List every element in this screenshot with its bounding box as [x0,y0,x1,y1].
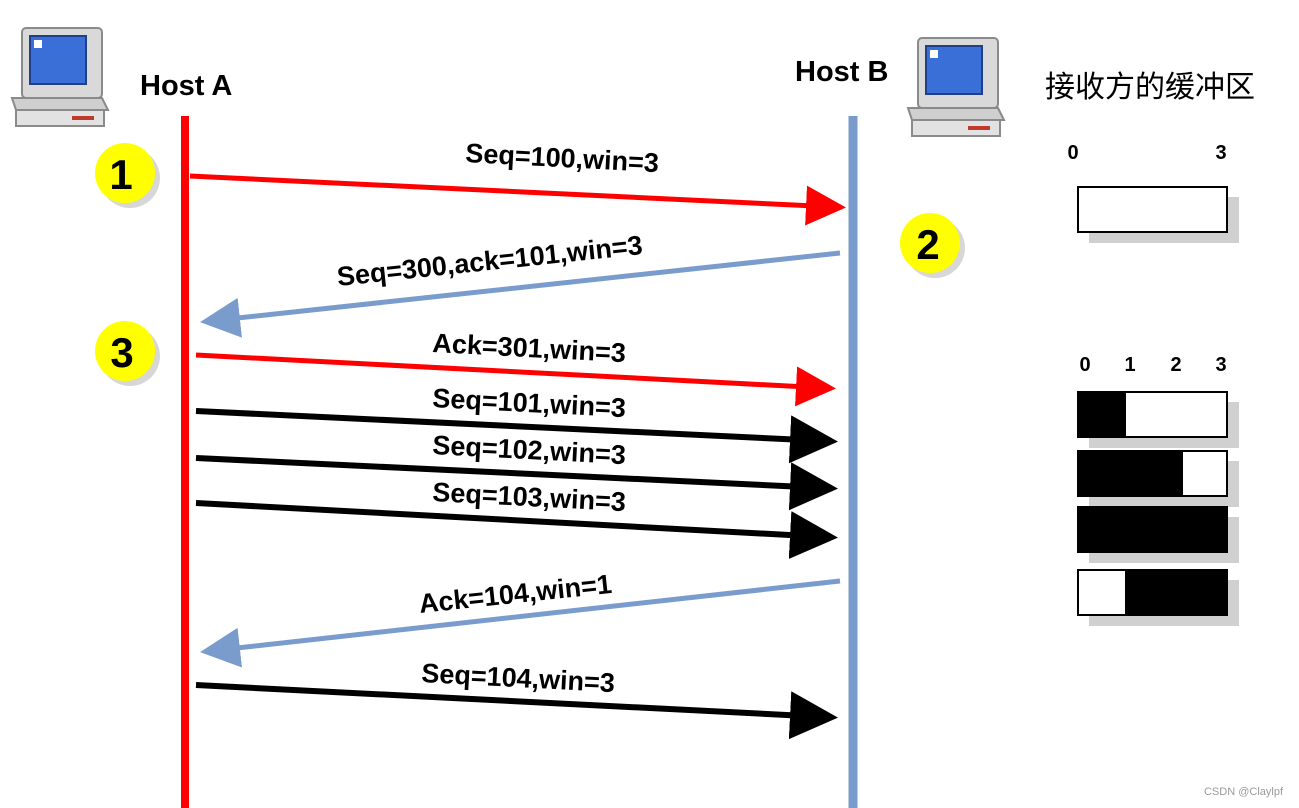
label-seq-104: Seq=104,win=3 [421,658,616,698]
step-number-2: 2 [916,221,939,268]
label-seq-103: Seq=103,win=3 [432,477,627,517]
step-number-3: 3 [110,329,133,376]
arrow-ack-301 [195,352,836,407]
buffer-state-3 [1077,506,1239,563]
arrow-ack-104 [200,578,841,668]
arrow-seq-101 [195,408,838,464]
buffer-tick-top-3: 3 [1215,142,1226,164]
host-a-label: Host A [140,70,232,102]
computer-icon-host-a [10,27,110,127]
label-seq-101: Seq=101,win=3 [432,383,627,423]
step-circle-2: 2 [900,213,965,278]
buffer-tick-top-0: 0 [1067,142,1078,164]
arrow-seq-102 [195,455,838,511]
arrow-seq-300-ack-101 [200,250,841,338]
arrow-seq-100 [189,173,846,226]
label-seq-102: Seq=102,win=3 [432,430,627,470]
computer-icon-host-b [906,37,1006,137]
buffer-state-4 [1077,569,1239,626]
buffer-empty [1077,186,1239,243]
step-circle-1: 1 [95,143,160,208]
buffer-state-2 [1077,450,1239,507]
label-seq-100: Seq=100,win=3 [465,138,660,178]
buffer-title: 接收方的缓冲区 [1045,70,1255,105]
buffer-state-1 [1077,391,1239,448]
background-swoosh [703,0,1299,50]
buffer-tick-bottom-0: 0 [1079,354,1090,376]
host-b-label: Host B [795,56,888,88]
buffer-tick-bottom-2: 2 [1170,354,1181,376]
step-circle-3: 3 [95,321,160,386]
arrow-seq-104 [195,682,838,740]
label-seq-300-ack-101: Seq=300,ack=101,win=3 [335,230,643,292]
label-ack-301: Ack=301,win=3 [432,328,627,368]
watermark: CSDN @Claylpf [1204,786,1284,798]
arrow-seq-103 [195,500,838,560]
step-number-1: 1 [109,151,132,198]
buffer-tick-bottom-3: 3 [1215,354,1226,376]
buffer-tick-bottom-1: 1 [1124,354,1135,376]
